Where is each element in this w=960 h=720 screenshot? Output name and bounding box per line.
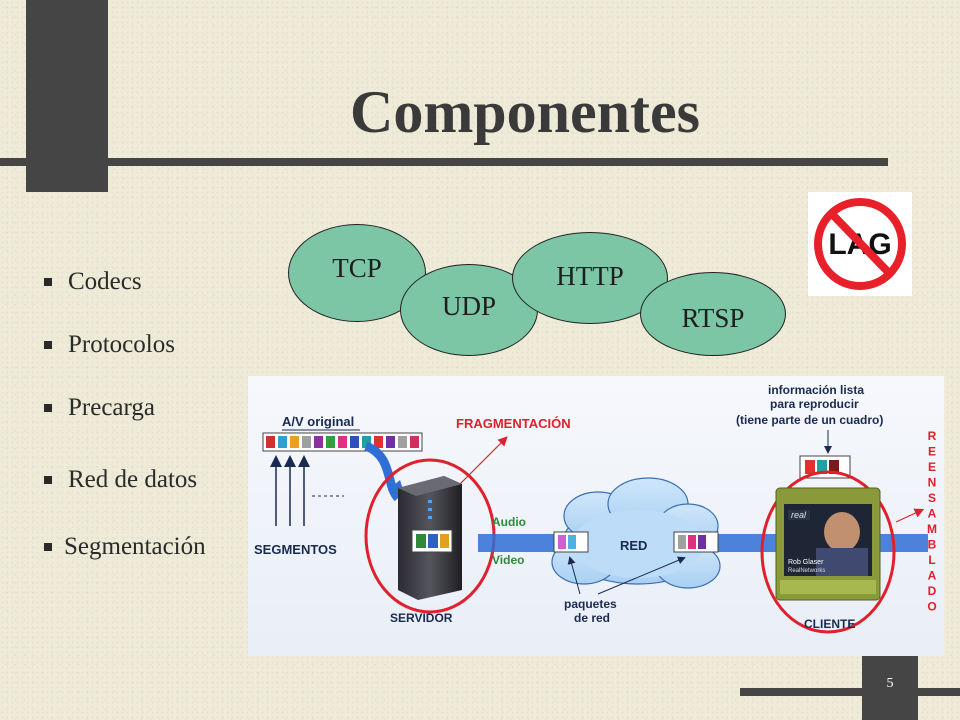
player-caption-line1: Rob Glaser: [788, 559, 824, 566]
reensamblado-letter: M: [927, 522, 937, 536]
audio-label: Audio: [492, 515, 526, 529]
av-strip-segment: [326, 436, 335, 448]
protocol-label: RTSP: [681, 302, 745, 333]
page-number-box: [862, 656, 918, 720]
protocol-label: TCP: [332, 252, 382, 283]
no-lag-icon: LAG: [814, 198, 906, 290]
player-brand-text: real: [791, 510, 807, 520]
fragmentacion-label: FRAGMENTACIÓN: [456, 416, 571, 431]
bullet-label: Protocolos: [68, 331, 175, 358]
info-label-line2: para reproducir: [770, 397, 859, 411]
reensamblado-arrow: [895, 508, 925, 523]
protocol-label: UDP: [441, 290, 496, 321]
bullet-label: Precarga: [68, 394, 155, 421]
paquetes-label-line1: paquetes: [564, 597, 617, 611]
reensamblado-letter: E: [928, 445, 936, 459]
av-strip-segment: [266, 436, 275, 448]
client-highlight-ring: [760, 470, 896, 634]
av-strip-segment: [302, 436, 311, 448]
bullet-square-icon: [44, 404, 52, 412]
paquetes-label-line2: de red: [574, 611, 610, 625]
reensamblado-letter: L: [928, 553, 935, 567]
av-strip-segment: [290, 436, 299, 448]
reensamblado-letter: A: [928, 569, 937, 583]
bullet-label: Codecs: [68, 268, 142, 295]
footer-bar: [740, 688, 960, 696]
media-player-window: [775, 487, 881, 601]
av-strip-segment: [374, 436, 383, 448]
reensamblado-letter: R: [928, 429, 937, 443]
slide-title: Componentes: [349, 79, 700, 145]
no-lag-sign: LAG: [808, 192, 912, 296]
av-strip-segment: [386, 436, 395, 448]
reensamblado-letter: D: [928, 584, 937, 598]
protocol-ellipse-tcp: TCP: [288, 224, 426, 322]
reensamblado-letter: E: [928, 460, 936, 474]
streaming-diagram: A/V original SEGMENTOS FRAGMENTACIÓN: [248, 376, 944, 656]
packet-pointer-left: [567, 556, 581, 595]
protocol-label: HTTP: [556, 260, 624, 291]
bullet-label: Red de datos: [68, 466, 198, 493]
reensamblado-letter: O: [927, 600, 936, 614]
segmentos-label: SEGMENTOS: [254, 542, 337, 557]
info-label-line1: información lista: [768, 383, 864, 397]
protocol-ellipse-rtsp: RTSP: [640, 272, 786, 356]
reensamblado-letter: S: [928, 491, 936, 505]
cliente-label: CLIENTE: [804, 617, 855, 631]
bullet-item-segmentacion: Segmentación: [44, 533, 206, 561]
packet-icon-right: [673, 531, 719, 553]
bullet-square-icon: [44, 476, 52, 484]
av-strip-segment: [338, 436, 347, 448]
packet-pointer-right: [597, 556, 686, 595]
av-strip-segment: [314, 436, 323, 448]
av-strip-segment: [350, 436, 359, 448]
packet-icon-left: [553, 531, 589, 553]
bullet-item-codecs: Codecs: [44, 268, 142, 296]
bullet-square-icon: [44, 278, 52, 286]
server-packet-icon: [411, 529, 453, 553]
reensamblado-letter: N: [928, 476, 937, 490]
reensamblado-letter: A: [928, 507, 937, 521]
bullet-label: Segmentación: [64, 533, 206, 560]
bullet-item-precarga: Precarga: [44, 394, 155, 422]
player-caption-line2: RealNetworks: [788, 568, 825, 574]
reensamblado-letter: B: [928, 538, 937, 552]
servidor-label: SERVIDOR: [390, 611, 453, 625]
red-label: RED: [620, 538, 647, 553]
bullet-square-icon: [44, 341, 52, 349]
av-color-strip: [262, 432, 423, 452]
bullet-square-icon: [44, 543, 52, 551]
av-strip-segment: [362, 436, 371, 448]
fragmentacion-arrow: [457, 436, 508, 487]
bullet-item-red-de-datos: Red de datos: [44, 466, 197, 494]
av-strip-segment: [398, 436, 407, 448]
video-label: Video: [492, 553, 524, 567]
info-label-line3: (tiene parte de un cuadro): [736, 413, 883, 427]
title-underline-bar: [0, 158, 888, 166]
av-strip-segment: [410, 436, 419, 448]
av-original-label: A/V original: [282, 414, 354, 429]
av-strip-segment: [278, 436, 287, 448]
page-number: 5: [886, 676, 894, 691]
streaming-diagram-svg: A/V original SEGMENTOS FRAGMENTACIÓN: [248, 376, 944, 656]
bullet-item-protocolos: Protocolos: [44, 331, 175, 359]
